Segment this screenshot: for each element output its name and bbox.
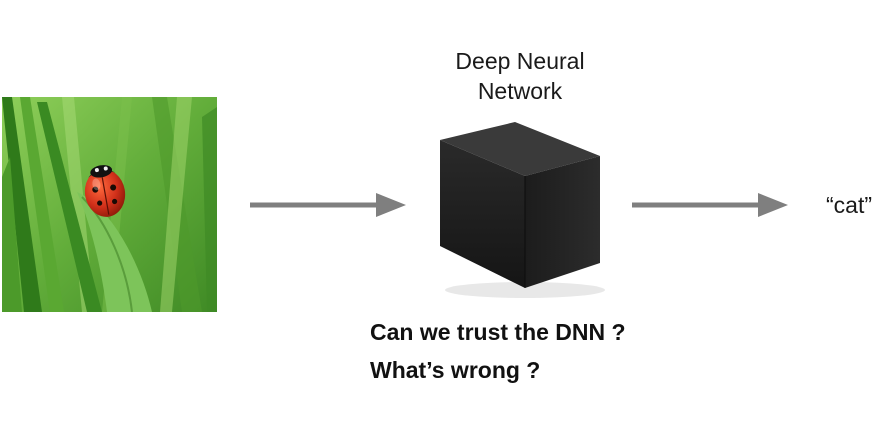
input-image-ladybug [2,97,217,312]
questions: Can we trust the DNN ? What’s wrong ? [370,313,626,389]
question-wrong: What’s wrong ? [370,357,541,383]
model-title-line1: Deep Neural [455,48,585,74]
black-box-cube-icon [430,118,610,303]
question-trust: Can we trust the DNN ? [370,319,626,345]
output-arrow [632,190,792,220]
model-title-line2: Network [477,78,563,104]
model-title: Deep Neural Network [420,46,620,106]
input-arrow [250,190,410,220]
output-prediction-label: “cat” [826,192,872,218]
